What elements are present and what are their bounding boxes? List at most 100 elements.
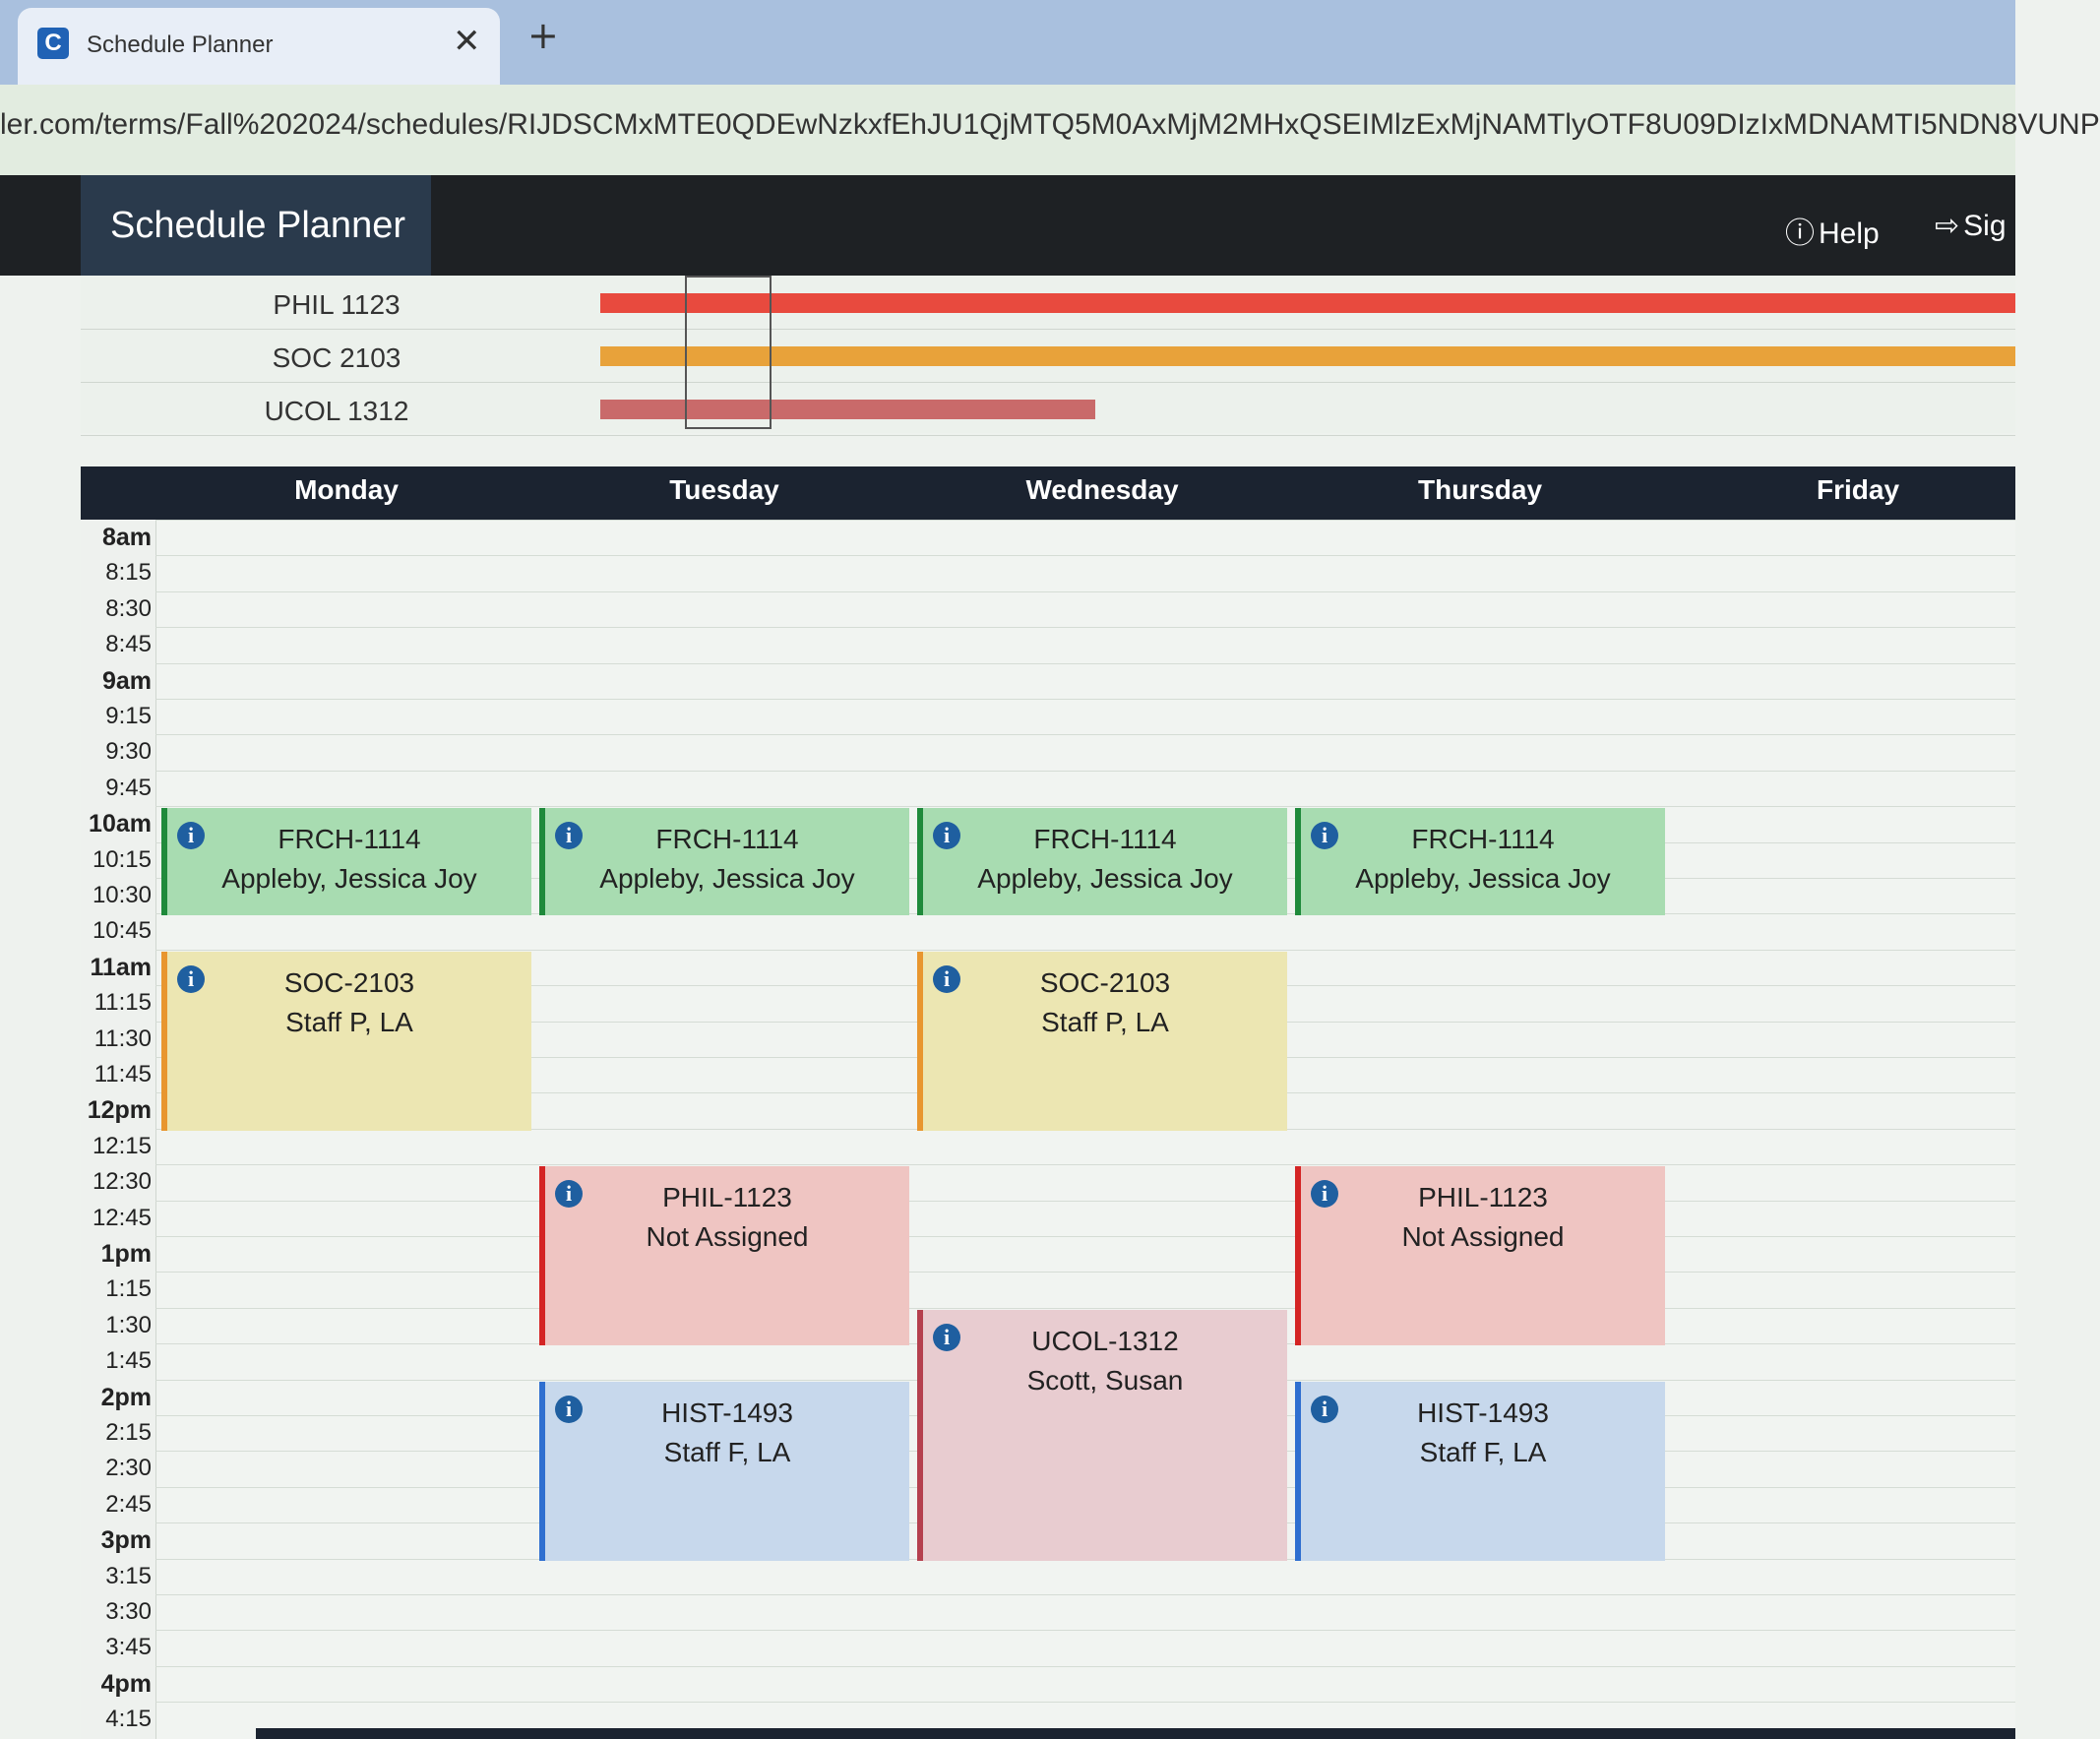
event-course: FRCH-1114 — [278, 824, 421, 855]
time-label: 11:45 — [93, 1061, 152, 1087]
time-label: 12:30 — [92, 1168, 152, 1196]
timeline-row: SOC 2103 — [81, 329, 2015, 383]
question-circle-icon: ⓘ — [1785, 217, 1815, 251]
grid-line — [155, 1272, 2015, 1273]
time-label: 12:45 — [92, 1204, 152, 1231]
timeline-row: UCOL 1312 — [81, 382, 2015, 436]
time-label: 3:30 — [105, 1598, 152, 1625]
info-icon[interactable]: i — [933, 822, 960, 850]
time-label: 12:15 — [92, 1132, 152, 1159]
event-instructor: Staff F, LA — [1419, 1436, 1547, 1467]
event-instructor: Not Assigned — [646, 1221, 809, 1253]
grid-line — [155, 770, 2015, 772]
horizontal-scrollbar[interactable] — [256, 1728, 2015, 1739]
info-icon[interactable]: i — [933, 964, 960, 993]
time-label: 2pm — [100, 1383, 152, 1411]
time-label: 1:30 — [105, 1311, 152, 1338]
time-label: 8am — [101, 524, 152, 551]
close-tab-icon[interactable]: ✕ — [453, 22, 481, 61]
event-course: SOC-2103 — [1039, 966, 1171, 998]
event-course: SOC-2103 — [283, 966, 415, 998]
grid-line — [155, 1200, 2015, 1202]
time-label: 2:30 — [105, 1455, 152, 1482]
event-instructor: Appleby, Jessica Joy — [1355, 863, 1611, 895]
event-course: FRCH-1114 — [1033, 824, 1177, 855]
timeline-bar[interactable] — [600, 400, 1095, 419]
browser-tab[interactable]: C Schedule Planner ✕ — [18, 8, 500, 85]
info-icon[interactable]: i — [1311, 822, 1338, 850]
time-label: 9:30 — [105, 738, 152, 766]
time-label: 11am — [90, 953, 152, 981]
info-icon[interactable]: i — [555, 1395, 583, 1423]
event-course: HIST-1493 — [1417, 1397, 1549, 1428]
day-header: Friday — [1816, 474, 1900, 505]
time-label: 1pm — [100, 1240, 152, 1268]
grid-line — [155, 590, 2015, 592]
time-label: 2:15 — [105, 1419, 152, 1446]
new-tab-icon[interactable]: + — [527, 14, 559, 57]
event-instructor: Staff P, LA — [1041, 1006, 1169, 1037]
timeline-bar[interactable] — [600, 346, 2015, 366]
time-label: 9:15 — [105, 703, 152, 729]
event-instructor: Staff P, LA — [285, 1006, 413, 1037]
grid-line — [155, 555, 2015, 557]
info-icon[interactable]: i — [1311, 1395, 1338, 1423]
help-label: Help — [1819, 217, 1880, 250]
info-icon[interactable]: i — [177, 822, 205, 850]
sign-out-icon: ⇨ — [1935, 209, 1960, 243]
brand-title: Schedule Planner — [110, 205, 405, 246]
grid-line — [155, 1594, 2015, 1595]
time-label: 9am — [101, 666, 152, 695]
timeline-window-handle[interactable] — [685, 276, 772, 429]
info-icon[interactable]: i — [933, 1323, 960, 1351]
grid-line — [155, 949, 2015, 951]
time-label: 10:45 — [92, 917, 152, 945]
grid-line — [155, 1164, 2015, 1166]
event-course: PHIL-1123 — [662, 1182, 792, 1213]
event-course: FRCH-1114 — [1411, 824, 1555, 855]
event-instructor: Appleby, Jessica Joy — [221, 863, 477, 895]
grid-line — [155, 1307, 2015, 1309]
event-course: UCOL-1312 — [1031, 1325, 1179, 1356]
timeline-bar[interactable] — [600, 293, 2015, 313]
event-instructor: Appleby, Jessica Joy — [977, 863, 1233, 895]
grid-line — [155, 520, 2015, 521]
timeline-course-label: SOC 2103 — [272, 342, 401, 373]
time-label: 1:45 — [105, 1347, 152, 1375]
brand[interactable]: Schedule Planner — [81, 175, 431, 276]
time-label: 4:15 — [105, 1706, 152, 1733]
info-icon[interactable]: i — [1311, 1180, 1338, 1209]
address-bar[interactable]: ler.com/terms/Fall%202024/schedules/RIJD… — [0, 85, 2100, 175]
timeline-row: PHIL 1123 — [81, 276, 2015, 330]
url-text[interactable]: ler.com/terms/Fall%202024/schedules/RIJD… — [0, 108, 2100, 141]
time-label: 12pm — [87, 1096, 152, 1125]
info-icon[interactable]: i — [555, 822, 583, 850]
time-label: 3pm — [100, 1526, 152, 1555]
info-icon[interactable]: i — [555, 1180, 583, 1209]
event-instructor: Appleby, Jessica Joy — [599, 863, 855, 895]
timeline-course-label: PHIL 1123 — [273, 289, 401, 320]
time-label: 8:45 — [105, 631, 152, 658]
signout-label: Sig — [1963, 210, 2007, 242]
signout-link[interactable]: ⇨Sig — [1935, 209, 2007, 243]
info-icon[interactable]: i — [177, 964, 205, 993]
time-label: 3:15 — [105, 1562, 152, 1589]
day-header: Monday — [294, 474, 399, 505]
